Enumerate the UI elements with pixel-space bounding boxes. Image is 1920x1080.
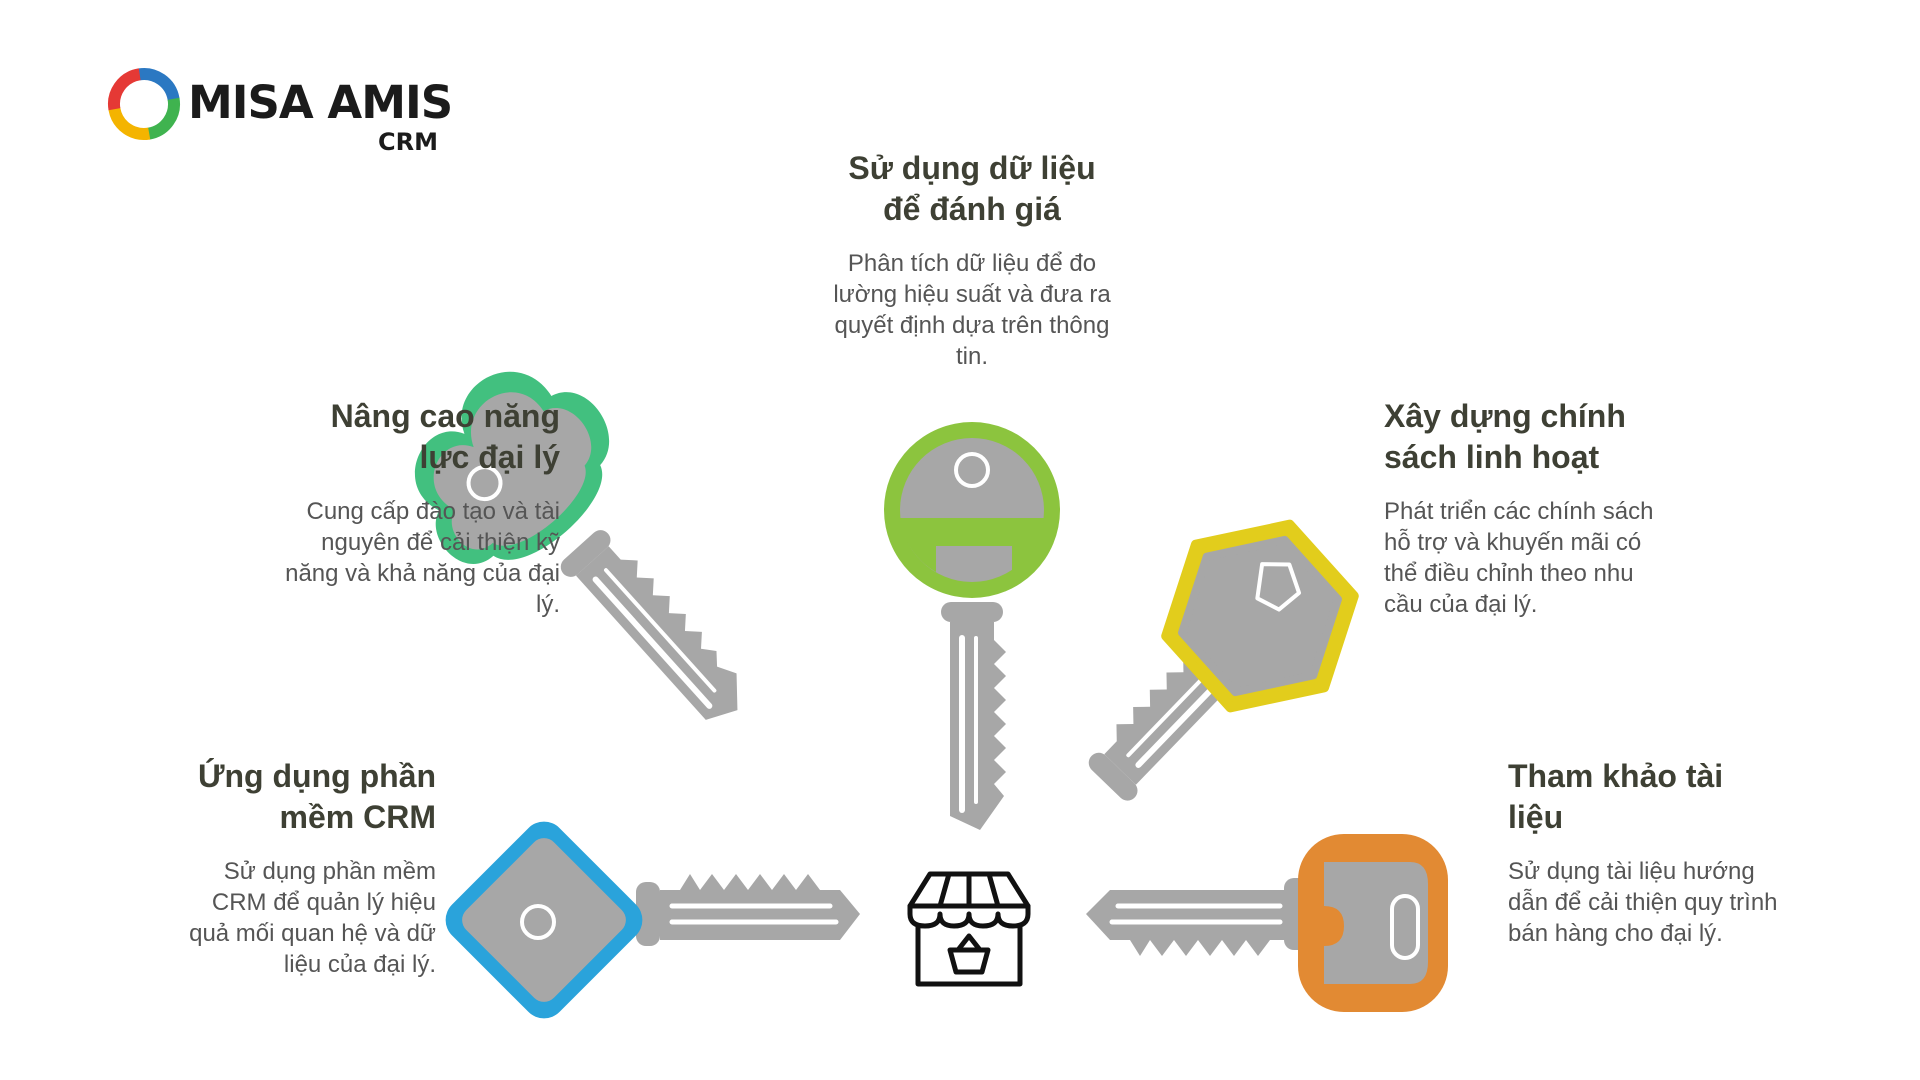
- brand-name: MISA AMIS: [188, 76, 453, 129]
- key-upper-right-bow: [1161, 519, 1359, 713]
- item-description: Sử dụng tài liệu hướng dẫn để cải thiện …: [1508, 858, 1778, 947]
- item-title: Sử dụng dữ liệu để đánh giá: [848, 150, 1096, 227]
- store-basket-icon: [907, 871, 1031, 987]
- item-upper-left: Nâng cao năng lực đại lý Cung cấp đào tạ…: [284, 396, 560, 620]
- item-title: Tham khảo tài liệu: [1508, 758, 1724, 835]
- item-description: Cung cấp đào tạo và tài nguyên để cải th…: [285, 498, 560, 618]
- item-description: Phát triển các chính sách hỗ trợ và khuy…: [1384, 498, 1654, 618]
- key-top: [884, 422, 1060, 830]
- key-left: [445, 821, 860, 1019]
- item-title: Nâng cao năng lực đại lý: [330, 398, 560, 475]
- item-top: Sử dụng dữ liệu để đánh giá Phân tích dữ…: [832, 148, 1112, 372]
- brand-product: CRM: [378, 128, 438, 156]
- item-upper-right: Xây dựng chính sách linh hoạt Phát triển…: [1384, 396, 1674, 620]
- item-lower-right: Tham khảo tài liệu Sử dụng tài liệu hướn…: [1508, 756, 1784, 949]
- item-description: Phân tích dữ liệu để đo lường hiệu suất …: [833, 250, 1111, 370]
- item-description: Sử dụng phần mềm CRM để quản lý hiệu quả…: [189, 858, 436, 978]
- brand-logo: MISA AMIS CRM: [106, 62, 453, 162]
- key-right: [1086, 834, 1448, 1012]
- item-title: Ứng dụng phần mềm CRM: [197, 758, 436, 835]
- item-title: Xây dựng chính sách linh hoạt: [1384, 398, 1626, 475]
- key-upper-left: [414, 371, 738, 720]
- misa-logo-icon: [108, 68, 180, 140]
- item-lower-left: Ứng dụng phần mềm CRM Sử dụng phần mềm C…: [166, 756, 436, 980]
